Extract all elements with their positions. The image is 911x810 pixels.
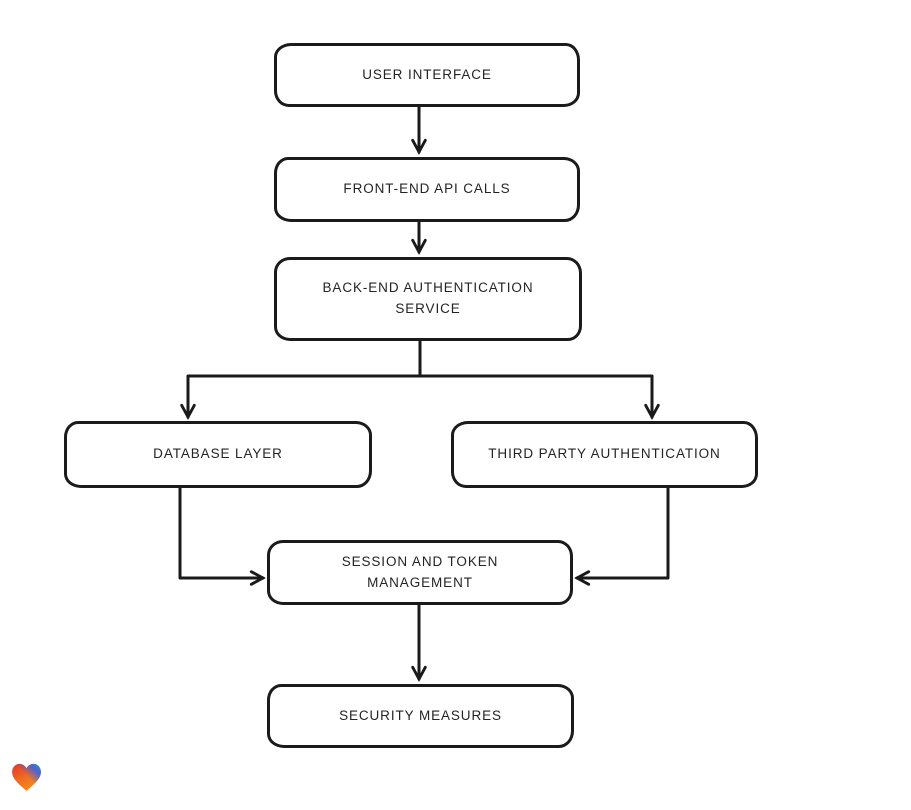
node-session-and-token-management: SESSION AND TOKEN MANAGEMENT xyxy=(267,540,573,605)
node-user-interface: USER INTERFACE xyxy=(274,43,580,107)
heart-logo-icon xyxy=(12,763,41,791)
node-third-party-authentication: THIRD PARTY AUTHENTICATION xyxy=(451,421,758,488)
node-front-end-api-calls-label: FRONT-END API CALLS xyxy=(343,181,511,197)
edge-back-end-branch-to-database-and-third-party xyxy=(188,374,652,417)
node-session-and-token-management-label: SESSION AND TOKEN MANAGEMENT xyxy=(341,553,499,590)
edge-database-to-session xyxy=(178,485,263,578)
node-front-end-api-calls: FRONT-END API CALLS xyxy=(274,157,580,222)
node-user-interface-label: USER INTERFACE xyxy=(362,66,492,82)
node-third-party-authentication-label: THIRD PARTY AUTHENTICATION xyxy=(488,446,721,462)
node-database-layer-label: DATABASE LAYER xyxy=(153,446,283,462)
node-back-end-authentication-service: BACK-END AUTHENTICATION SERVICE xyxy=(274,257,582,341)
node-database-layer: DATABASE LAYER xyxy=(64,421,372,488)
node-back-end-authentication-service-label: BACK-END AUTHENTICATION SERVICE xyxy=(322,280,534,316)
node-security-measures: SECURITY MEASURES xyxy=(267,684,574,748)
edge-third-party-to-session xyxy=(577,485,670,578)
node-security-measures-label: SECURITY MEASURES xyxy=(339,707,502,723)
